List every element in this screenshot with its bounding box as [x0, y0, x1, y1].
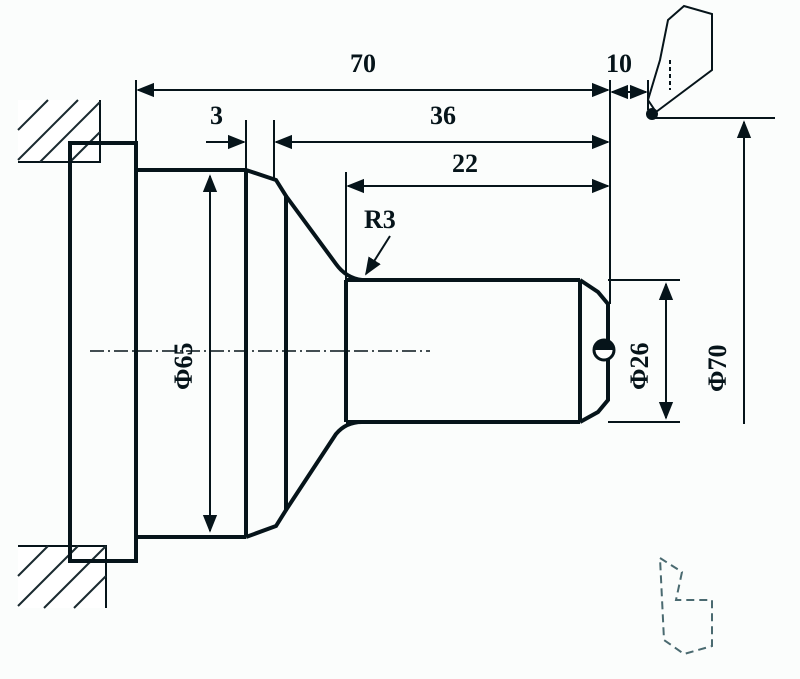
dim-length-22: 22: [452, 149, 478, 178]
cutting-tool: [646, 4, 775, 120]
chuck-jaw-bottom: [17, 545, 107, 609]
extension-lines: [135, 80, 680, 423]
dim-step-width: 3: [210, 101, 223, 130]
dim-overall-length: 70: [350, 49, 376, 78]
chuck-jaw-top: [17, 99, 101, 163]
dim-dia-26: Φ26: [625, 342, 654, 390]
tool-ghost: [658, 556, 713, 656]
dim-length-36: 36: [430, 101, 456, 130]
dimension-lines: [136, 82, 752, 533]
dim-dia-70: Φ70: [703, 344, 732, 392]
dim-clearance: 10: [606, 49, 632, 78]
dim-dia-65: Φ65: [169, 342, 198, 390]
dim-fillet-radius: R3: [364, 205, 396, 234]
workpiece-outline: [68, 141, 610, 563]
start-point-marker: [592, 338, 616, 362]
